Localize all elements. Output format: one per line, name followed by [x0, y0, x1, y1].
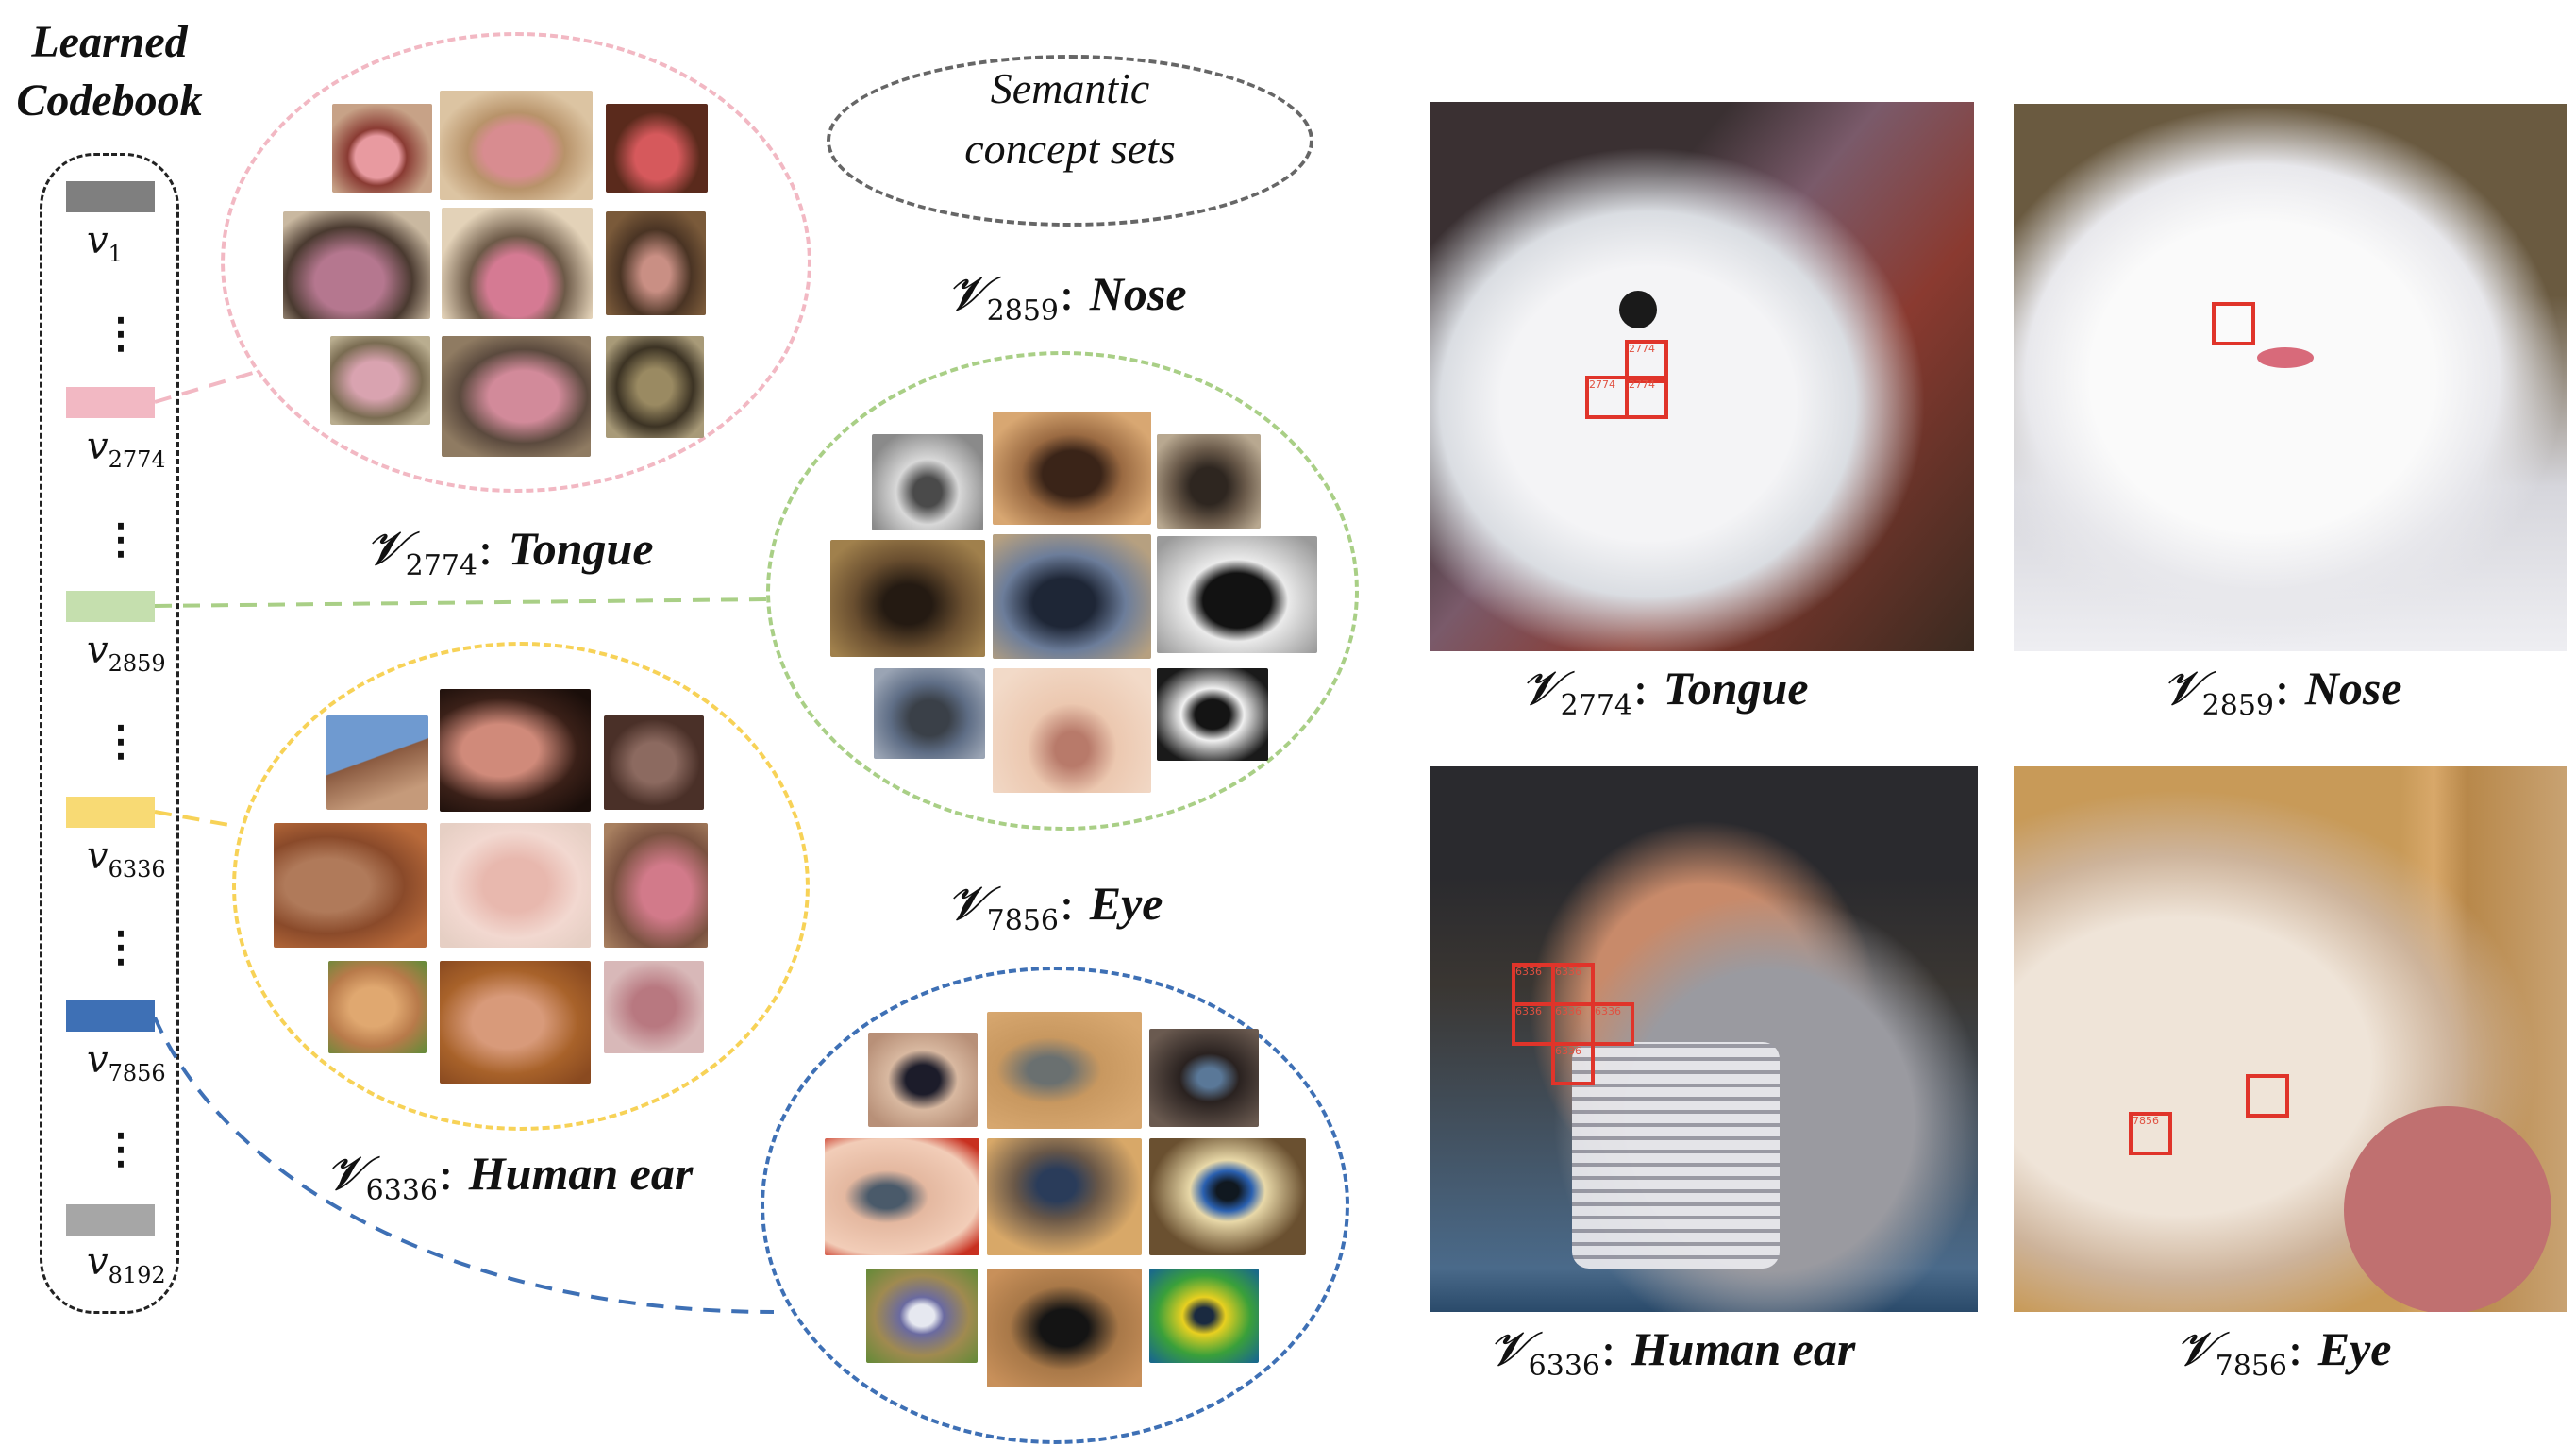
cluster-label-eye: 𝓥7856: Eye	[947, 876, 1163, 937]
code-label-v2774: v2774	[87, 425, 166, 473]
code-box: 6336	[1551, 963, 1595, 1006]
patch-ear	[604, 961, 704, 1053]
patch-ear	[326, 715, 428, 810]
patch-eye	[1149, 1138, 1306, 1255]
patch-tongue	[332, 104, 432, 193]
patch-nose	[1157, 434, 1261, 529]
patch-tongue	[606, 336, 704, 438]
patch-tongue	[442, 336, 591, 457]
photo-label-eye: 𝓥7856: Eye	[2176, 1321, 2392, 1383]
patch-eye	[987, 1012, 1142, 1129]
red-object	[2344, 1106, 2551, 1312]
ellipsis: ⋮	[100, 310, 142, 358]
dog-tongue	[2257, 347, 2314, 368]
code-box: 2774	[1625, 376, 1668, 419]
ellipsis: ⋮	[100, 515, 142, 563]
patch-ear	[440, 689, 591, 812]
cluster-label-nose: 𝓥2859: Nose	[947, 266, 1187, 328]
cluster-nose	[766, 351, 1359, 831]
patch-eye	[1149, 1029, 1259, 1127]
patch-eye	[1149, 1269, 1259, 1363]
code-box	[2212, 302, 2255, 345]
patch-eye	[987, 1138, 1142, 1255]
photo-label-ear: 𝓥6336: Human ear	[1489, 1321, 1856, 1383]
patch-tongue	[283, 211, 430, 319]
ellipsis: ⋮	[100, 717, 142, 765]
photo-ear: 6336 6336 6336 6336 6336 6336	[1430, 766, 1978, 1312]
cluster-eye	[761, 967, 1349, 1444]
code-swatch-v8192	[66, 1204, 155, 1236]
codebook-title-line2: Codebook	[16, 76, 203, 126]
code-label-v6336: v6336	[87, 834, 166, 883]
patch-tongue	[442, 208, 593, 319]
code-box: 6336	[1512, 963, 1555, 1006]
codebook-container	[40, 153, 179, 1314]
cluster-label-tongue: 𝓥2774: Tongue	[366, 521, 654, 582]
patch-nose	[993, 412, 1151, 525]
connector-ear	[154, 810, 235, 828]
code-box: 6336	[1512, 1002, 1555, 1046]
semantic-concept-oval	[827, 55, 1313, 227]
patch-nose	[1157, 536, 1317, 653]
photo-tongue: 2774 2774 2774	[1430, 102, 1974, 651]
connector-nose	[154, 597, 767, 608]
ellipsis: ⋮	[100, 1125, 142, 1173]
code-swatch-v7856	[66, 1000, 155, 1032]
code-box: 6336	[1591, 1002, 1634, 1046]
patch-ear	[604, 823, 708, 948]
patch-nose	[993, 534, 1151, 659]
photo-eye: 7856	[2014, 766, 2567, 1312]
photo-label-nose: 𝓥2859: Nose	[2163, 661, 2402, 722]
photo-nose	[2014, 104, 2567, 651]
patch-eye	[825, 1138, 979, 1255]
code-swatch-v2774	[66, 387, 155, 418]
codebook-title-line1: Learned	[31, 17, 188, 67]
patch-ear	[440, 961, 591, 1084]
patch-nose	[993, 668, 1151, 793]
patch-nose	[874, 668, 985, 759]
patch-nose	[830, 540, 985, 657]
patch-tongue	[330, 336, 430, 425]
code-box: 7856	[2129, 1112, 2172, 1155]
code-label-v8192: v8192	[87, 1240, 166, 1288]
connector-tongue	[154, 368, 263, 404]
code-box	[2246, 1074, 2289, 1118]
code-swatch-v1	[66, 181, 155, 212]
code-box: 2774	[1625, 340, 1668, 383]
codebook-title: Learned Codebook	[0, 13, 219, 130]
code-label-v2859: v2859	[87, 629, 166, 677]
cluster-label-ear: 𝓥6336: Human ear	[326, 1146, 694, 1207]
patch-nose	[1157, 668, 1268, 761]
ellipsis: ⋮	[100, 923, 142, 971]
code-label-v1: v1	[87, 219, 123, 267]
dog-nose	[1619, 291, 1657, 328]
patch-eye	[866, 1269, 978, 1363]
code-box: 2774	[1585, 376, 1629, 419]
respirator-filter	[1572, 1042, 1780, 1269]
photo-label-tongue: 𝓥2774: Tongue	[1521, 661, 1809, 722]
patch-ear	[604, 715, 704, 810]
cluster-tongue	[221, 32, 811, 493]
patch-eye	[987, 1269, 1142, 1387]
code-box: 6336	[1551, 1002, 1595, 1046]
cluster-ear	[232, 642, 810, 1131]
patch-ear	[328, 961, 427, 1053]
patch-ear	[274, 823, 427, 948]
code-box: 6336	[1551, 1042, 1595, 1085]
semantic-concept-text: Semantic concept sets	[964, 64, 1176, 173]
code-swatch-v2859	[66, 591, 155, 622]
patch-tongue	[440, 91, 593, 200]
code-label-v7856: v7856	[87, 1038, 166, 1086]
patch-nose	[872, 434, 983, 530]
patch-tongue	[606, 211, 706, 315]
code-swatch-v6336	[66, 797, 155, 828]
patch-ear	[440, 823, 591, 948]
patch-tongue	[606, 104, 708, 193]
patch-eye	[868, 1033, 978, 1127]
